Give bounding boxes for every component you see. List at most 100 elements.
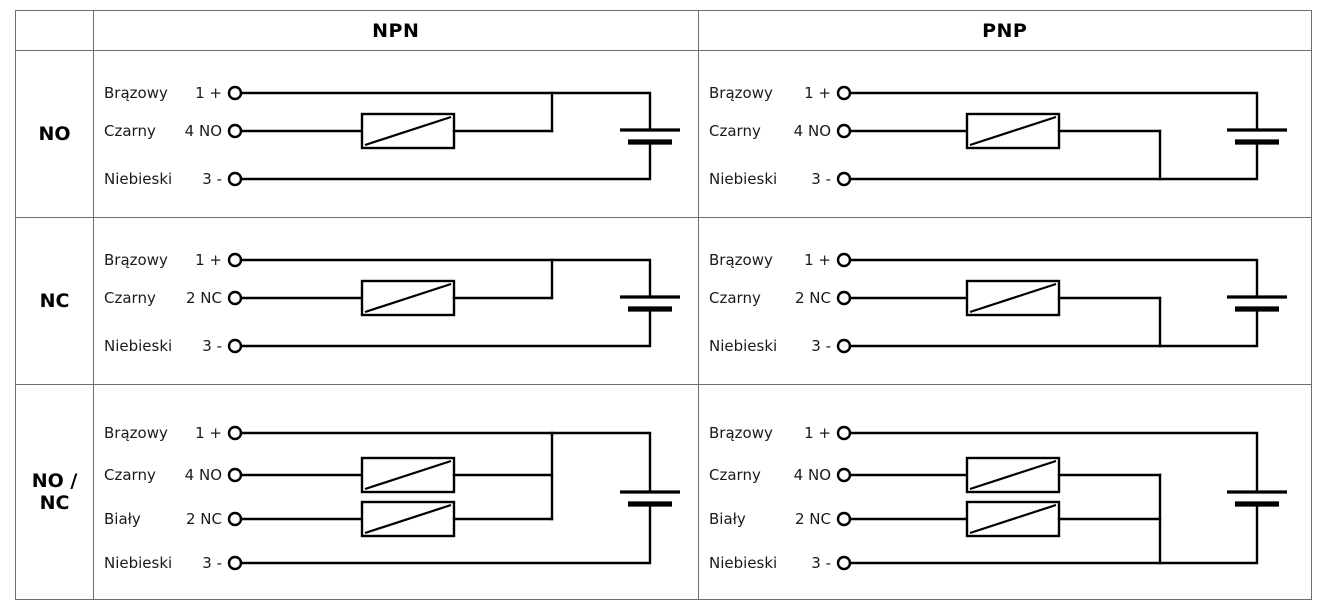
terminal-color-label: Niebieski — [709, 170, 777, 188]
terminal-pin-label: 2 NC — [794, 289, 830, 307]
terminal-color-label: Biały — [104, 510, 141, 528]
terminal-pin-label: 2 NC — [186, 289, 222, 307]
circuit-diagram-pnp: Brązowy 1 + Czarny 2 NC Niebieski 3 - — [709, 251, 1287, 355]
terminal-circle — [227, 555, 243, 571]
terminal-pin-label: 4 NO — [185, 466, 222, 484]
header-npn: NPN — [93, 10, 699, 51]
load-diagonal-icon — [364, 115, 452, 147]
positive-supply-wire — [848, 431, 1258, 494]
terminal-circle — [227, 467, 243, 483]
load-diagonal-icon — [364, 503, 452, 535]
terminal-pin-label: 3 - — [811, 170, 831, 188]
terminal-circle — [836, 123, 851, 139]
terminal-circle — [227, 338, 243, 354]
negative-supply-wire — [848, 140, 1258, 181]
positive-supply-wire — [848, 91, 1258, 132]
terminal-circle — [227, 290, 243, 306]
terminal-color-label: Niebieski — [104, 170, 172, 188]
terminal-color-label: Niebieski — [104, 554, 172, 572]
terminal-circle — [836, 555, 851, 571]
mode-label-cell: NC — [14, 217, 95, 385]
terminal-color-label: Niebieski — [709, 337, 777, 355]
negative-supply-wire — [239, 502, 652, 565]
terminal-color-label: Brązowy — [104, 424, 168, 442]
load-diagonal-icon — [969, 282, 1056, 314]
header-mode-column — [14, 10, 95, 51]
terminal-color-label: Niebieski — [104, 337, 172, 355]
circuit-diagram-npn: Brązowy 1 + Czarny 4 NO Biały 2 NC Niebieski 3 … — [104, 424, 681, 572]
pnp-diagram-cell: Brązowy 1 + Czarny 2 NC Niebieski 3 - — [697, 217, 1312, 385]
terminal-circle — [836, 85, 851, 101]
terminal-circle — [227, 252, 243, 268]
terminal-pin-label: 3 - — [811, 554, 831, 572]
terminal-color-label: Brązowy — [709, 251, 773, 269]
terminal-circle — [227, 123, 243, 139]
terminal-color-label: Niebieski — [709, 554, 777, 572]
load-diagonal-icon — [364, 282, 452, 314]
terminal-pin-label: 2 NC — [794, 510, 830, 528]
terminal-color-label: Czarny — [104, 122, 156, 140]
terminal-pin-label: 4 NO — [793, 122, 830, 140]
terminal-circle — [227, 85, 243, 101]
terminal-circle — [227, 425, 243, 441]
terminal-pin-label: 1 + — [804, 424, 831, 442]
terminal-color-label: Czarny — [709, 122, 761, 140]
terminal-circle — [836, 338, 851, 354]
positive-supply-wire — [239, 258, 652, 299]
terminal-color-label: Czarny — [104, 466, 156, 484]
load-diagonal-icon — [969, 115, 1056, 147]
mode-label-cell: NO — [14, 50, 95, 218]
terminal-circle — [836, 290, 851, 306]
terminal-color-label: Biały — [709, 510, 746, 528]
npn-diagram-cell: Brązowy 1 + Czarny 4 NO Niebieski 3 - — [93, 50, 699, 218]
terminal-pin-label: 3 - — [202, 337, 222, 355]
terminal-color-label: Czarny — [709, 466, 761, 484]
terminal-color-label: Brązowy — [104, 251, 168, 269]
negative-supply-wire — [848, 307, 1258, 348]
terminal-circle — [836, 425, 851, 441]
table-row: NO / NC Brązowy 1 + Czarny 4 NO Biały 2 NC Nieb… — [14, 384, 1312, 600]
negative-supply-wire — [239, 307, 652, 348]
positive-supply-wire — [848, 258, 1258, 299]
circuit-diagram-pnp: Brązowy 1 + Czarny 4 NO Niebieski 3 - — [709, 84, 1287, 188]
terminal-pin-label: 1 + — [804, 84, 831, 102]
terminal-pin-label: 1 + — [195, 84, 222, 102]
terminal-pin-label: 4 NO — [793, 466, 830, 484]
positive-supply-wire — [239, 431, 652, 494]
table-header-row: NPN PNP — [14, 10, 1312, 51]
terminal-pin-label: 1 + — [195, 251, 222, 269]
terminal-pin-label: 1 + — [195, 424, 222, 442]
load-diagonal-icon — [364, 459, 452, 491]
circuit-diagram-npn: Brązowy 1 + Czarny 2 NC Niebieski 3 - — [104, 251, 681, 355]
terminal-color-label: Czarny — [104, 289, 156, 307]
wiring-diagram-table: NPN PNP NO Brązowy 1 + Czarny 4 NO Niebieski 3… — [14, 10, 1312, 600]
pnp-diagram-cell: Brązowy 1 + Czarny 4 NO Niebieski 3 - — [697, 50, 1312, 218]
terminal-circle — [836, 467, 851, 483]
terminal-pin-label: 1 + — [804, 251, 831, 269]
load-box — [360, 456, 456, 494]
terminal-pin-label: 3 - — [202, 170, 222, 188]
terminal-color-label: Brązowy — [709, 84, 773, 102]
header-pnp: PNP — [697, 10, 1312, 51]
terminal-circle — [836, 252, 851, 268]
mode-label-cell: NO / NC — [14, 384, 95, 600]
load-diagonal-icon — [969, 459, 1056, 491]
terminal-circle — [227, 511, 243, 527]
terminal-color-label: Brązowy — [104, 84, 168, 102]
terminal-pin-label: 4 NO — [185, 122, 222, 140]
terminal-pin-label: 3 - — [202, 554, 222, 572]
npn-diagram-cell: Brązowy 1 + Czarny 4 NO Biały 2 NC Niebieski 3 … — [93, 384, 699, 600]
negative-supply-wire — [848, 502, 1258, 565]
terminal-pin-label: 3 - — [811, 337, 831, 355]
terminal-pin-label: 2 NC — [186, 510, 222, 528]
load-diagonal-icon — [969, 503, 1056, 535]
npn-diagram-cell: Brązowy 1 + Czarny 2 NC Niebieski 3 - — [93, 217, 699, 385]
terminal-circle — [836, 171, 851, 187]
negative-supply-wire — [239, 140, 652, 181]
terminal-color-label: Czarny — [709, 289, 761, 307]
circuit-diagram-npn: Brązowy 1 + Czarny 4 NO Niebieski 3 - — [104, 84, 681, 188]
